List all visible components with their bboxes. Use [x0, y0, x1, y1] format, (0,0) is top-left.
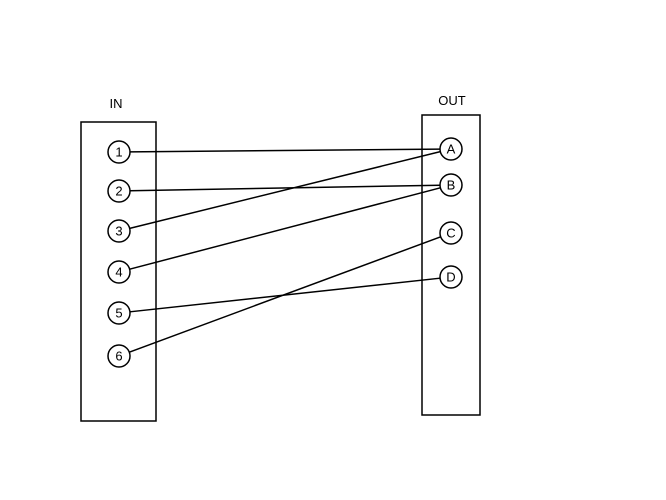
in-pin-label: 4 — [115, 265, 122, 280]
out-pin-c: C — [439, 221, 463, 245]
in-pin-circle — [107, 179, 131, 203]
out-pin-b: B — [439, 173, 463, 197]
in-pin-label: 6 — [115, 349, 122, 364]
in-pin-1: 1 — [107, 140, 131, 164]
in-pin-circle — [107, 219, 131, 243]
out-pin-circle — [439, 173, 463, 197]
out-pin-label: C — [446, 226, 455, 241]
in-pin-3: 3 — [107, 219, 131, 243]
wire-1-a — [129, 148, 441, 153]
out-pin-circle — [439, 265, 463, 289]
out-pin-label: B — [447, 178, 456, 193]
wire-4-b — [129, 187, 441, 270]
out-pin-circle — [439, 137, 463, 161]
wire-3-a — [129, 150, 441, 230]
in-pin-6: 6 — [107, 344, 131, 368]
in-pin-label: 1 — [115, 145, 122, 160]
in-pin-label: 2 — [115, 184, 122, 199]
in-pin-5: 5 — [107, 301, 131, 325]
out-panel: OUT — [421, 93, 481, 416]
out-pin-d: D — [439, 265, 463, 289]
out-pins: A B C D — [439, 137, 463, 289]
in-pin-label: 5 — [115, 306, 122, 321]
out-pin-a: A — [439, 137, 463, 161]
in-pin-2: 2 — [107, 179, 131, 203]
in-pin-circle — [107, 344, 131, 368]
in-pins: 1 2 3 4 5 6 — [107, 140, 131, 368]
in-panel-title: IN — [110, 96, 123, 111]
in-pin-circle — [107, 140, 131, 164]
in-pin-label: 3 — [115, 224, 122, 239]
connection-wires — [129, 148, 441, 353]
wire-6-c — [129, 236, 441, 353]
out-pin-label: A — [447, 142, 456, 157]
out-panel-title: OUT — [438, 93, 466, 108]
out-panel-box — [421, 114, 481, 416]
in-pin-circle — [107, 301, 131, 325]
in-pin-circle — [107, 260, 131, 284]
in-pin-4: 4 — [107, 260, 131, 284]
out-pin-label: D — [446, 270, 455, 285]
out-pin-circle — [439, 221, 463, 245]
wire-2-b — [129, 184, 441, 192]
